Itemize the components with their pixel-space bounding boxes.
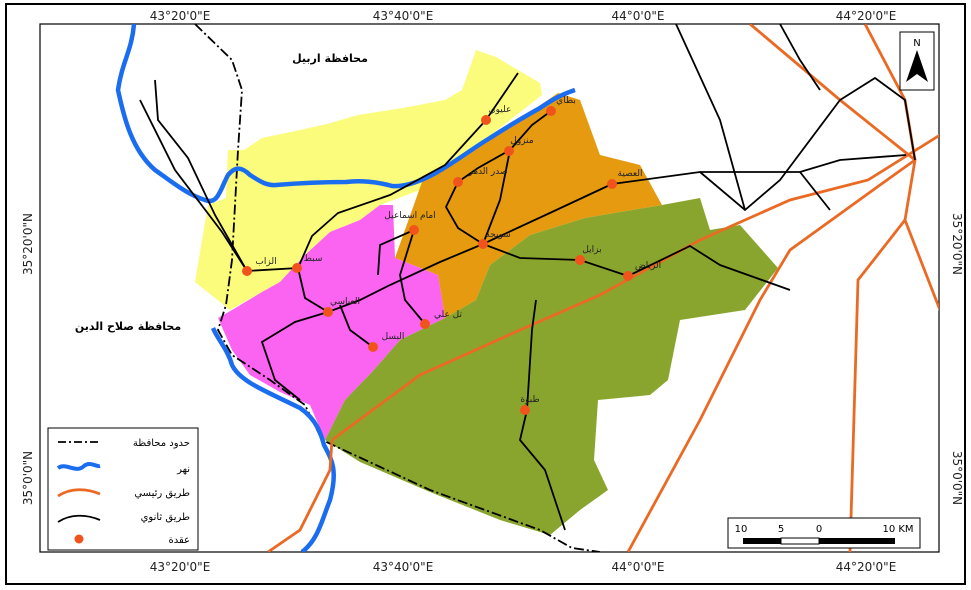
nodes xyxy=(242,106,633,415)
node-dot[interactable] xyxy=(323,307,333,317)
region-label-salahaddin: محافظة صلاح الدين xyxy=(75,320,181,333)
node-label: سويجة xyxy=(485,230,510,240)
legend-label: عقدة xyxy=(168,535,190,546)
coord-left: 35°0'0"N xyxy=(21,451,35,505)
coord-right: 35°20'0"N xyxy=(950,213,964,275)
node-label: بطاي xyxy=(556,96,576,106)
node-dot[interactable] xyxy=(607,179,617,189)
node-dot[interactable] xyxy=(242,266,252,276)
main-road-line-icon xyxy=(57,488,101,498)
legend-label: حدود محافظة xyxy=(133,438,190,449)
region-label-erbil: محافظة اربيل xyxy=(292,52,368,65)
node-label: تل علي xyxy=(434,310,463,320)
coord-top: 44°20'0"E xyxy=(836,9,897,23)
north-label: N xyxy=(913,38,920,49)
node-label: امام اسماعيل xyxy=(384,211,435,221)
coord-top: 43°40'0"E xyxy=(373,9,434,23)
province-boundary xyxy=(194,24,601,552)
node-labels: الزاب سبط عليوي بطاي منزول صدر الدهر الع… xyxy=(255,96,661,405)
coord-right: 35°0'0"N xyxy=(950,451,964,505)
node-label: العباسي xyxy=(330,297,360,307)
scale-label: 5 xyxy=(778,524,784,535)
node-dot[interactable] xyxy=(292,263,302,273)
node-label: سبط xyxy=(304,254,323,264)
node-label: صدر الدهر xyxy=(467,167,507,177)
coord-bottom: 43°20'0"E xyxy=(150,560,211,574)
node-label: طبوة xyxy=(520,395,539,405)
secondary-road-line-icon xyxy=(57,514,101,523)
pink-zone xyxy=(218,205,445,440)
green-zone xyxy=(325,198,778,535)
legend-label: نهر xyxy=(176,464,190,475)
node-label: البسل xyxy=(382,332,405,342)
scale-label: 10 xyxy=(735,524,748,535)
north-arrow: N xyxy=(899,31,935,91)
coord-labels: 43°20'0"E 43°40'0"E 44°0'0"E 44°20'0"E 4… xyxy=(21,9,964,574)
node-dot[interactable] xyxy=(420,319,430,329)
coord-top: 44°0'0"E xyxy=(612,9,665,23)
coord-top: 43°20'0"E xyxy=(150,9,211,23)
map-canvas: الزاب سبط عليوي بطاي منزول صدر الدهر الع… xyxy=(47,24,939,552)
coord-bottom: 44°20'0"E xyxy=(836,560,897,574)
coord-left: 35°20'0"N xyxy=(21,213,35,275)
north-arrow-icon xyxy=(906,50,928,82)
node-dot-icon xyxy=(74,534,84,544)
node-label: منزول xyxy=(510,136,534,146)
node-dot[interactable] xyxy=(453,177,463,187)
node-dot[interactable] xyxy=(546,106,556,116)
river xyxy=(115,24,576,552)
legend: حدود محافظة نهر طريق رئيسي طريق ثانوي عق… xyxy=(47,427,199,551)
scale-label: 0 xyxy=(816,524,822,535)
node-label: بزايل xyxy=(582,245,601,255)
river-line-icon xyxy=(56,462,101,471)
node-dot[interactable] xyxy=(409,225,419,235)
node-dot[interactable] xyxy=(575,255,585,265)
node-dot[interactable] xyxy=(368,342,378,352)
node-dot[interactable] xyxy=(504,146,514,156)
legend-label: طريق ثانوي xyxy=(141,512,190,523)
coord-bottom: 43°40'0"E xyxy=(373,560,434,574)
scale-bar: 10 5 0 10 KM xyxy=(727,517,921,549)
node-dot[interactable] xyxy=(520,405,530,415)
coord-bottom: 44°0'0"E xyxy=(612,560,665,574)
legend-label: طريق رئيسي xyxy=(134,488,190,499)
node-label: العصية xyxy=(618,169,643,179)
node-dot[interactable] xyxy=(623,271,633,281)
node-dot[interactable] xyxy=(478,239,488,249)
secondary-roads xyxy=(139,24,916,531)
node-dot[interactable] xyxy=(481,115,491,125)
node-label: الرياض xyxy=(635,261,661,271)
node-label: عليوي xyxy=(489,105,512,115)
orange-zone xyxy=(395,93,662,318)
scale-label: 10 KM xyxy=(882,524,913,535)
node-label: الزاب xyxy=(255,257,276,267)
